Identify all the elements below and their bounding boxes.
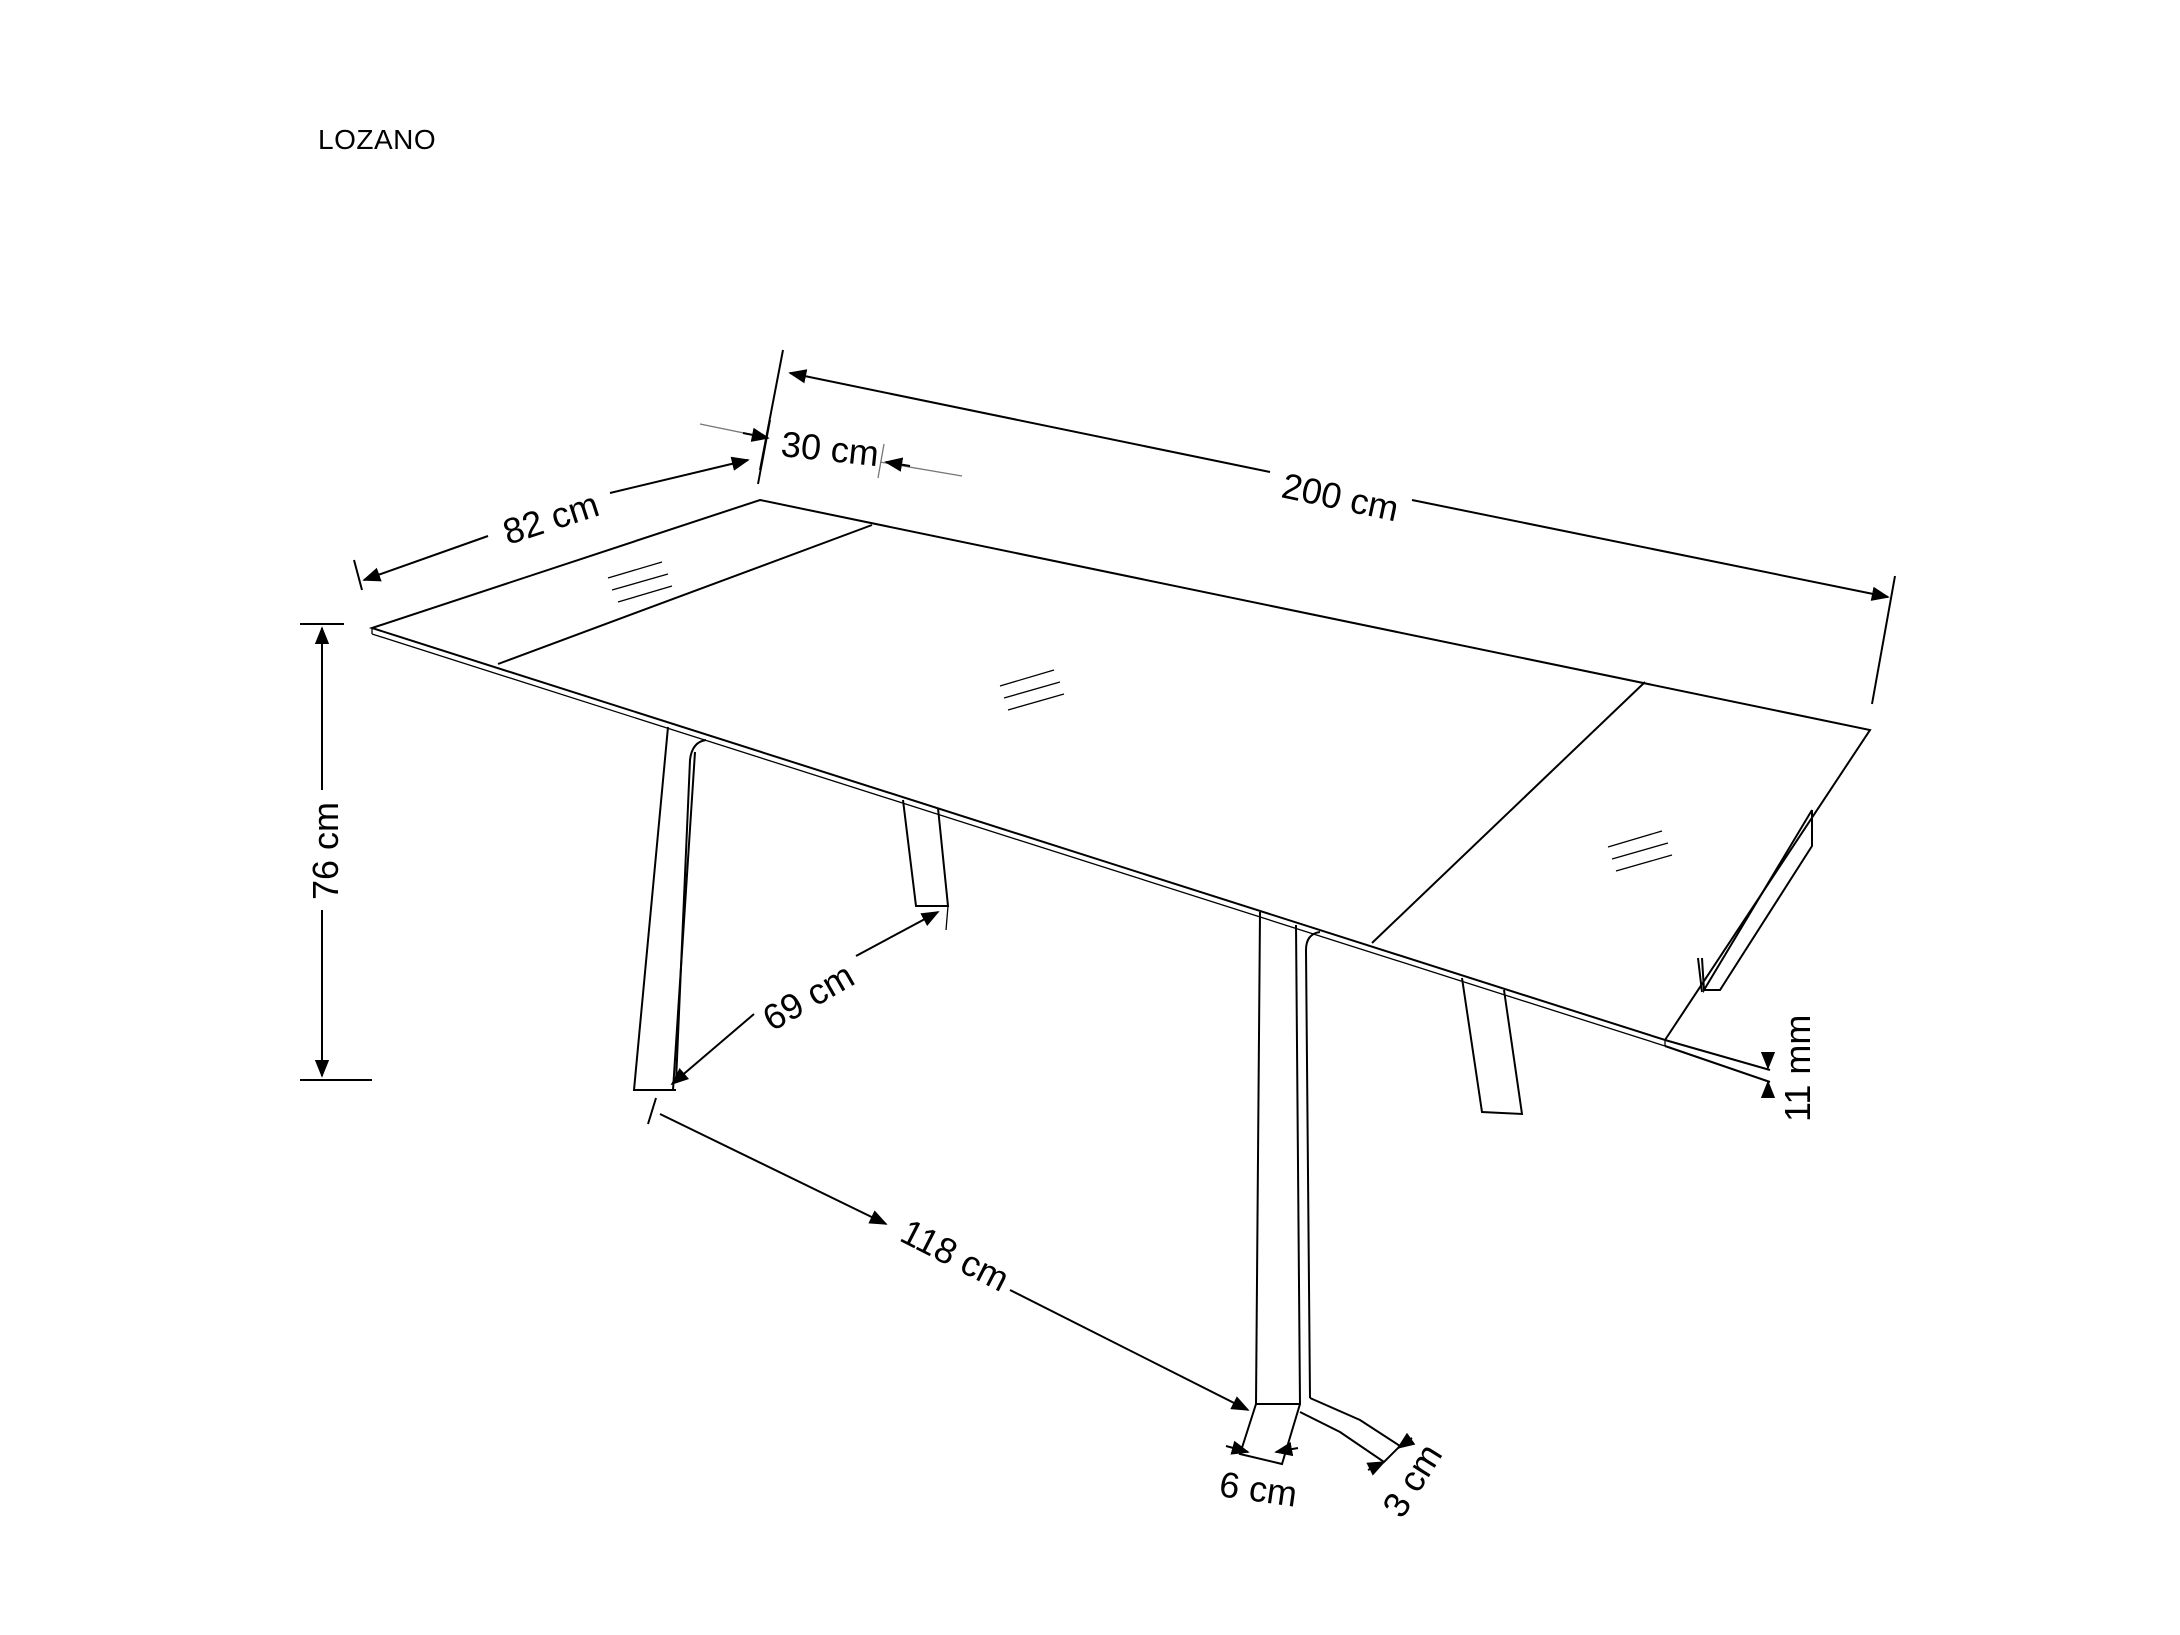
glass-reflection-marks	[607, 561, 1673, 872]
dim-leg-distance-label: 118 cm	[894, 1211, 1015, 1300]
left-leg-front	[632, 726, 707, 1091]
left-extension-seam	[497, 524, 873, 665]
dim-extension: 30 cm	[699, 419, 963, 485]
dim-foot-width: 3 cm	[1366, 1432, 1450, 1524]
dim-glass-thickness-label: 11 mm	[1777, 1015, 1818, 1122]
right-support-frame	[1697, 809, 1813, 994]
dim-width-label: 82 cm	[498, 483, 604, 552]
right-leg-back	[1461, 977, 1524, 1116]
dim-height-label: 76 cm	[305, 802, 346, 900]
dim-leg-span-label: 69 cm	[756, 954, 861, 1039]
dim-length: 200 cm	[759, 349, 1896, 705]
right-leg-front	[1238, 911, 1402, 1466]
dim-extension-label: 30 cm	[779, 423, 881, 474]
dim-width: 82 cm	[353, 456, 750, 591]
dim-foot-width-label: 3 cm	[1374, 1436, 1450, 1524]
dim-glass-thickness: 11 mm	[1664, 1015, 1818, 1122]
right-extension-seam	[1371, 681, 1646, 944]
dim-leg-span: 69 cm	[670, 911, 940, 1086]
product-title: LOZANO	[318, 124, 437, 155]
dim-leg-distance: 118 cm	[647, 1097, 1250, 1411]
dim-leg-width: 6 cm	[1217, 1440, 1300, 1515]
dim-height: 76 cm	[300, 623, 372, 1081]
table-top	[368, 498, 1872, 1047]
dim-leg-width-label: 6 cm	[1217, 1463, 1300, 1514]
left-leg-back	[902, 799, 950, 931]
dim-length-label: 200 cm	[1278, 465, 1402, 530]
